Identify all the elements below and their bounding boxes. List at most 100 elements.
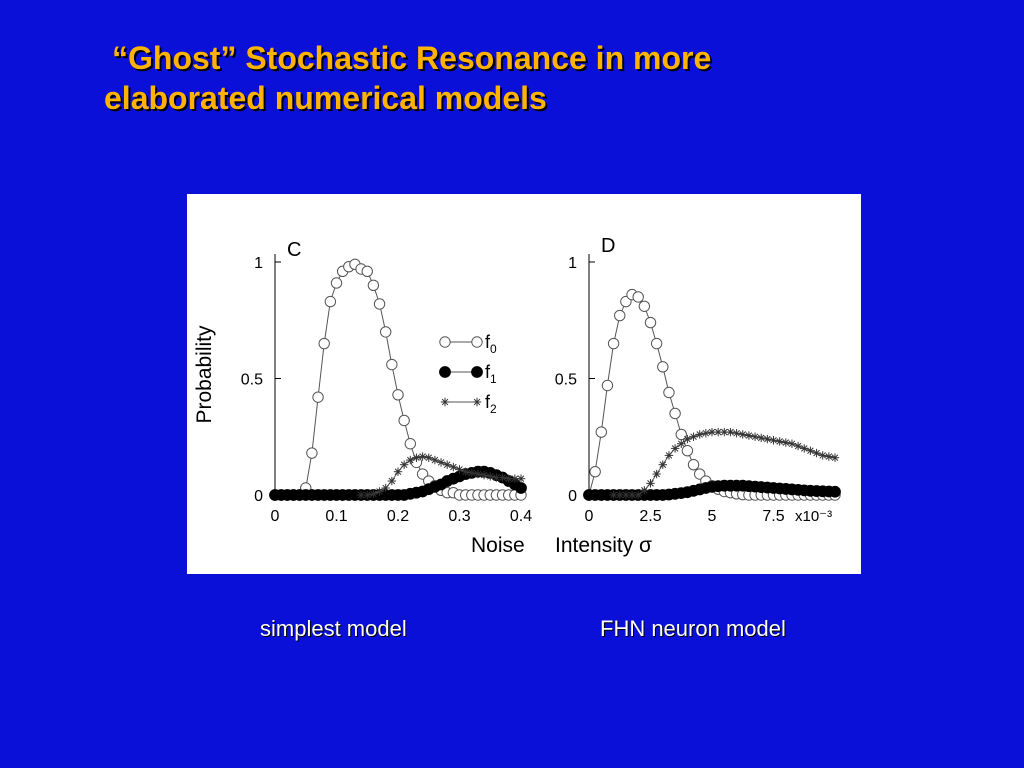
data-point-f2	[824, 452, 834, 461]
data-point-f0	[644, 316, 657, 329]
data-point-f2	[627, 490, 637, 500]
data-point-f2	[757, 433, 766, 443]
x-tick-label: 0.4	[510, 508, 532, 525]
data-point-f2	[683, 434, 692, 444]
data-point-f0	[312, 391, 324, 403]
data-point-f2	[399, 460, 409, 469]
panel-label: C	[287, 239, 301, 261]
data-point-f0	[330, 277, 343, 289]
x-axis-label: Noise	[471, 534, 525, 557]
data-point-f0	[687, 459, 700, 471]
data-point-f0	[386, 358, 398, 371]
panel-label: D	[601, 235, 615, 257]
data-point-f0	[607, 337, 620, 350]
data-point-f2	[406, 455, 415, 465]
data-point-f0	[669, 407, 681, 420]
data-point-f2	[812, 448, 821, 458]
legend-marker	[471, 366, 483, 378]
legend-marker	[471, 336, 483, 348]
data-point-f2	[775, 437, 784, 446]
data-point-f2	[720, 427, 729, 437]
data-point-f0	[614, 309, 626, 322]
data-point-f2	[646, 479, 655, 488]
data-point-f2	[787, 439, 797, 448]
data-point-f0	[650, 337, 663, 350]
x-axis-label: Intensity σ	[555, 534, 652, 557]
data-point-f2	[393, 467, 403, 476]
y-tick-label: 0	[568, 488, 577, 505]
data-point-f2	[381, 483, 390, 493]
data-point-f2	[830, 453, 840, 462]
data-point-f1	[515, 482, 527, 494]
data-point-f0	[392, 389, 404, 401]
caption-simplest-model: simplest model	[260, 616, 407, 641]
y-axis-label: Probability	[193, 325, 216, 424]
data-point-f0	[638, 300, 651, 312]
data-point-f2	[467, 468, 476, 478]
data-point-f2	[652, 469, 661, 479]
slide-title-line-1: “Ghost” Stochastic Resonance in more	[112, 40, 712, 76]
data-point-f2	[744, 431, 754, 440]
y-tick-label: 0	[254, 488, 263, 505]
legend-marker	[439, 366, 451, 378]
x-tick-label: 0.2	[387, 508, 409, 525]
data-point-f2	[387, 476, 397, 486]
data-point-f2	[443, 460, 452, 469]
data-point-f2	[750, 432, 760, 441]
data-point-f0	[589, 466, 601, 478]
data-point-f2	[818, 451, 827, 460]
data-point-f2	[498, 473, 507, 482]
data-point-f0	[373, 298, 386, 310]
data-point-f2	[375, 487, 384, 496]
data-point-f2	[677, 439, 686, 448]
x-tick-label: 0.3	[448, 508, 470, 525]
legend-marker	[439, 336, 451, 348]
data-point-f0	[601, 379, 614, 392]
data-point-f2	[800, 444, 809, 453]
data-point-f2	[412, 453, 421, 462]
y-tick-label: 0.5	[555, 372, 577, 389]
data-point-f0	[324, 295, 337, 308]
y-tick-label: 1	[254, 255, 263, 272]
data-point-f2	[640, 486, 649, 495]
data-point-f1	[829, 485, 841, 498]
data-point-f2	[658, 460, 667, 469]
data-point-f2	[781, 438, 790, 447]
y-tick-label: 1	[568, 255, 577, 272]
legend-marker	[472, 397, 482, 407]
data-point-f2	[486, 472, 495, 481]
data-point-f2	[738, 430, 747, 439]
data-point-f2	[769, 436, 778, 445]
data-point-f2	[664, 451, 674, 460]
slide-title-line-2: elaborated numerical models	[104, 80, 547, 116]
data-point-f2	[356, 490, 366, 500]
x-tick-label: 7.5	[762, 508, 784, 525]
x-multiplier-label: x10⁻³	[795, 508, 832, 525]
data-point-f2	[726, 427, 735, 437]
data-point-f0	[675, 428, 687, 441]
x-tick-label: 2.5	[639, 508, 661, 525]
data-point-f0	[306, 447, 318, 459]
data-point-f2	[473, 469, 483, 479]
data-point-f0	[663, 386, 675, 399]
y-tick-label: 0.5	[241, 372, 263, 389]
x-tick-label: 0.1	[325, 508, 347, 525]
data-point-f2	[806, 446, 815, 455]
data-point-f2	[449, 462, 458, 472]
data-point-f2	[793, 441, 803, 451]
data-point-f2	[461, 467, 470, 476]
data-point-f2	[670, 444, 680, 453]
data-point-f0	[657, 361, 669, 373]
data-point-f2	[418, 452, 427, 461]
data-point-f0	[632, 291, 644, 303]
data-point-f0	[398, 414, 410, 427]
data-point-f2	[732, 429, 741, 438]
data-point-f2	[763, 434, 772, 444]
data-point-f2	[695, 430, 704, 439]
data-point-f0	[318, 337, 330, 350]
x-tick-label: 5	[708, 508, 717, 525]
data-point-f2	[689, 432, 698, 441]
